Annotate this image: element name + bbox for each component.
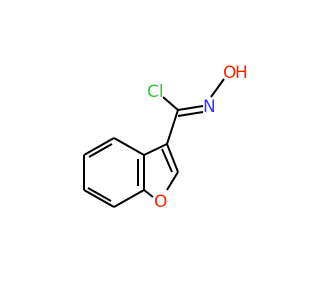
furan-ring [143, 143, 179, 198]
bond [162, 96, 179, 111]
substituent-bonds [162, 78, 225, 145]
bond [166, 171, 179, 191]
bond [161, 148, 173, 173]
hydroxyl-hydrogen-label: H [235, 63, 248, 83]
hydroxyl-oxygen-label: O [223, 63, 236, 83]
bond [177, 105, 204, 111]
bond [166, 109, 179, 145]
double-bond-inner [87, 187, 112, 202]
bond [210, 78, 225, 98]
bond [166, 143, 179, 173]
chlorine-label: Cl [147, 82, 164, 102]
benzene-ring [83, 137, 145, 208]
bond [113, 189, 145, 208]
molecule-structure: Cl N O H O [83, 63, 248, 212]
bond [143, 189, 154, 198]
bond [83, 189, 115, 208]
bond [113, 137, 145, 156]
double-bond-inner [88, 143, 113, 158]
furan-oxygen-label: O [154, 192, 167, 212]
bond [177, 111, 204, 117]
nitrogen-label: N [203, 97, 216, 117]
bond [83, 137, 115, 156]
bond [143, 143, 168, 156]
